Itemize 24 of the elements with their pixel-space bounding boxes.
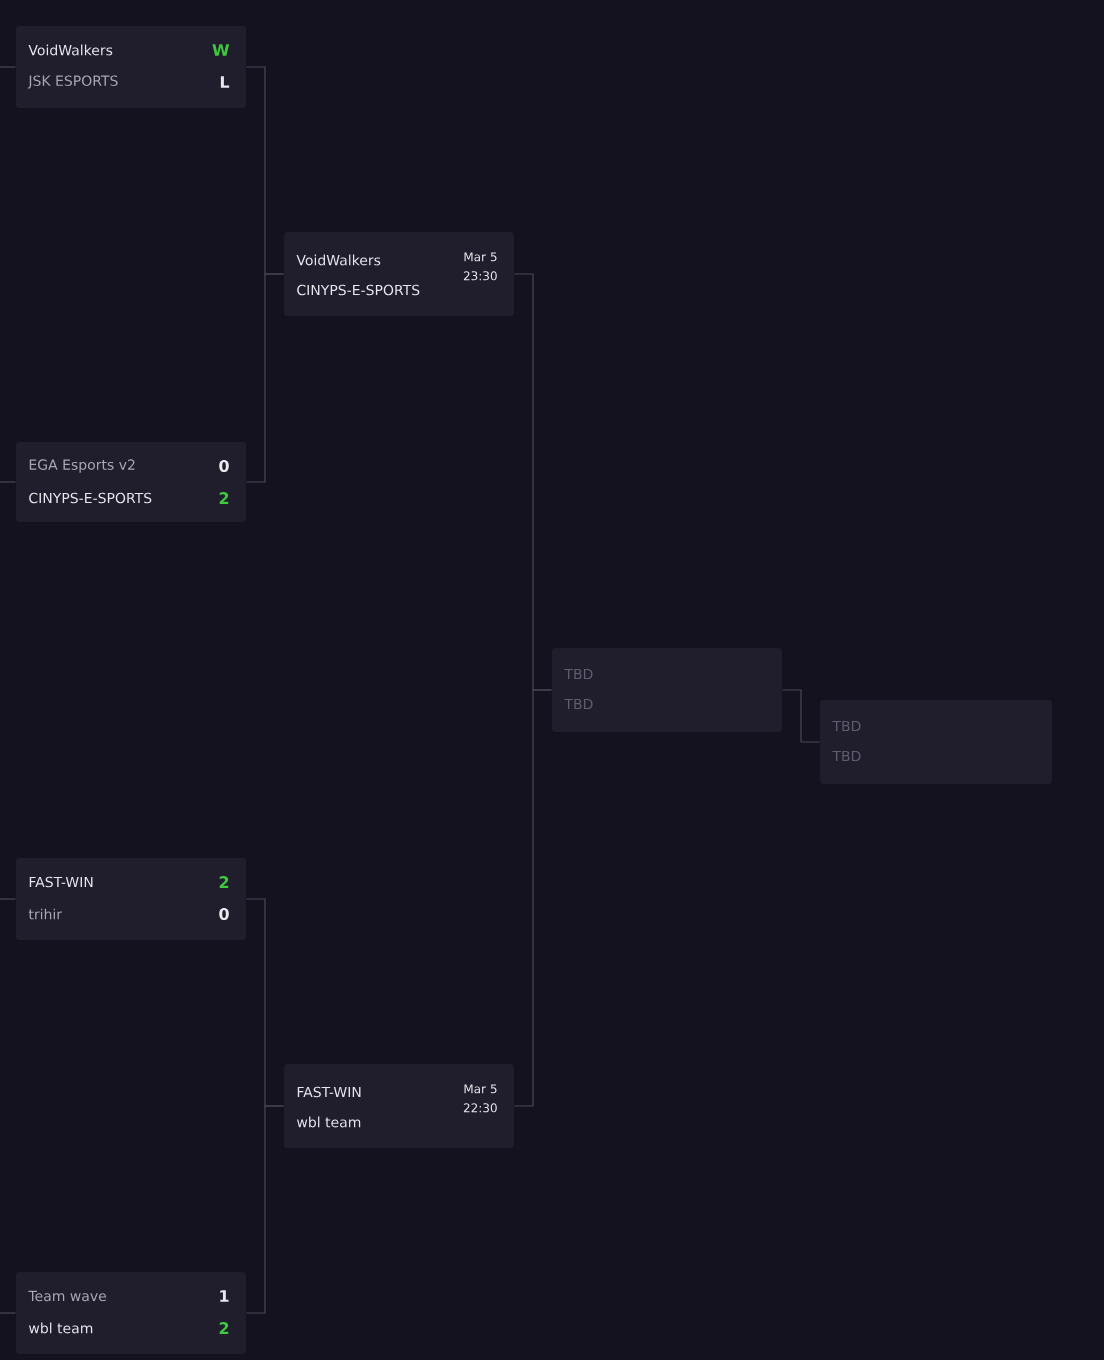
score: 1 — [220, 1290, 229, 1302]
match-card — [284, 1064, 514, 1148]
bracket-line — [245, 273, 285, 483]
score: 2 — [219, 1322, 229, 1334]
bracket-line — [513, 689, 553, 1107]
match-card — [16, 442, 246, 522]
score: 0 — [219, 907, 229, 921]
score: W — [212, 44, 230, 56]
match-card — [16, 858, 246, 940]
match-card — [16, 1272, 246, 1354]
match-card — [552, 648, 782, 732]
score: 2 — [219, 492, 229, 504]
match-card — [16, 26, 246, 108]
match-card — [820, 700, 1052, 784]
bracket-line — [0, 1312, 17, 1314]
bracket-line — [0, 898, 17, 900]
bracket-line — [0, 481, 17, 483]
score: L — [220, 76, 230, 88]
score: 2 — [219, 876, 229, 888]
match-card — [284, 232, 514, 316]
score: 0 — [219, 459, 229, 473]
bracket-line — [0, 66, 17, 68]
bracket-line — [245, 1105, 285, 1314]
bracket-line — [781, 689, 821, 743]
